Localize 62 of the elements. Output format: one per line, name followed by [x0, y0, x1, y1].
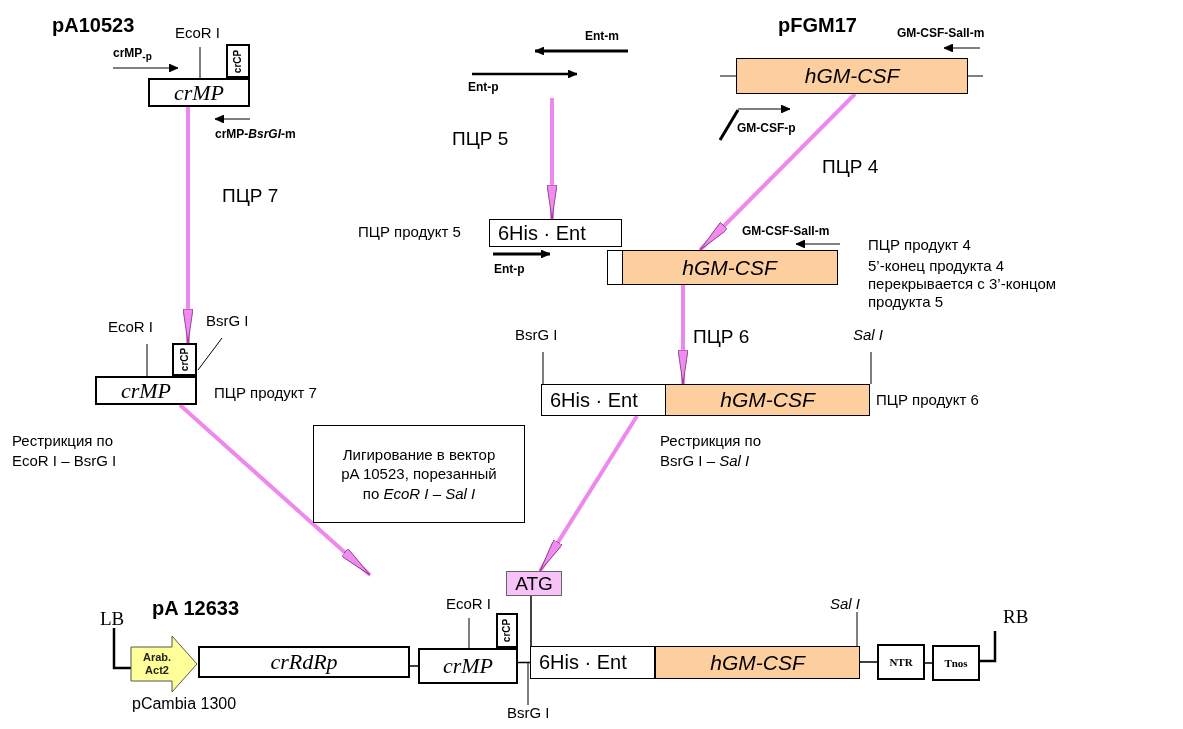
label: pA10523 — [52, 13, 135, 37]
node-label: BsrG I — [515, 326, 558, 344]
promoter-arrow: Arab. Act2 — [130, 635, 198, 693]
label: pCambia 1300 — [132, 694, 237, 714]
node-label: EcoR I — [108, 318, 153, 336]
label: RB — [1003, 606, 1029, 629]
label: pFGM17 — [778, 13, 857, 37]
gene-box: 6His · Ent — [530, 646, 655, 679]
node-label: BsrG I — [206, 312, 249, 330]
label: LB — [100, 608, 125, 631]
process-arrow — [698, 92, 857, 252]
gene-box: crMP — [418, 648, 518, 684]
gene-box: crCP — [172, 343, 197, 376]
label: GM-CSF-p — [737, 121, 796, 136]
node-label: EcoR I — [446, 595, 491, 613]
backbone-line — [859, 661, 878, 663]
backbone-line — [409, 665, 419, 667]
label: GM-CSF-SalI-m — [742, 224, 830, 239]
label: crMP-BsrGI-m — [215, 127, 296, 142]
backbone-line — [530, 595, 532, 647]
gene-box: hGM-CSF — [607, 250, 838, 285]
node-label: ПЦР продукт 7 — [214, 384, 317, 402]
label: Рестрикция по BsrG I – Sal I — [660, 431, 763, 472]
label: ПЦР 4 — [822, 156, 879, 179]
label: Ent-p — [494, 262, 525, 277]
gene-box: crRdRp — [198, 646, 410, 678]
node-label: ПЦР продукт 4 — [868, 236, 971, 254]
label: Ent-p — [468, 80, 499, 95]
label: Ent-m — [585, 29, 619, 44]
gene-box: hGM-CSF — [665, 384, 870, 416]
gene-box: crCP — [496, 613, 518, 648]
process-arrow — [182, 107, 194, 344]
gene-box: hGM-CSF — [736, 58, 968, 94]
label: ПЦР 5 — [452, 128, 509, 151]
process-arrow — [178, 403, 372, 577]
label: crMP$_{-p}$ — [113, 46, 152, 64]
node-label: EcoR I — [175, 24, 220, 42]
process-arrow — [677, 285, 689, 385]
label: pA 12633 — [152, 596, 240, 620]
node-label: Sal I — [830, 595, 860, 613]
label: Рестрикция по EcoR I – BsrG I — [12, 431, 118, 472]
gene-box: crMP — [148, 78, 250, 107]
process-arrow — [538, 414, 639, 573]
label: ПЦР 7 — [222, 185, 279, 208]
node-label: 5’-конец продукта 4 перекрывается с 3’-концом продукта 5 — [868, 257, 1058, 311]
label: GM-CSF-SalI-m — [897, 26, 985, 41]
terminator-box: Tnos — [932, 645, 980, 681]
backbone-line — [924, 662, 933, 664]
gene-box: 6His · Ent — [541, 384, 666, 416]
node-label: BsrG I — [507, 704, 550, 722]
node-label: ПЦР продукт 5 — [358, 223, 461, 241]
process-arrow — [546, 98, 558, 220]
node-label: ПЦР продукт 6 — [876, 391, 979, 409]
node-label: Sal I — [853, 326, 883, 344]
gene-box: crMP — [95, 376, 197, 405]
gene-box: 6His · Ent — [489, 219, 622, 247]
terminator-box: NTR — [877, 644, 925, 680]
start-codon-box: ATG — [506, 571, 562, 596]
gene-box: crCP — [226, 44, 250, 78]
gene-box: hGM-CSF — [655, 646, 860, 679]
note-box: Лигирование в вектор pA 10523, порезанный по EcoR I – Sal I — [313, 425, 525, 523]
label: ПЦР 6 — [693, 326, 750, 349]
